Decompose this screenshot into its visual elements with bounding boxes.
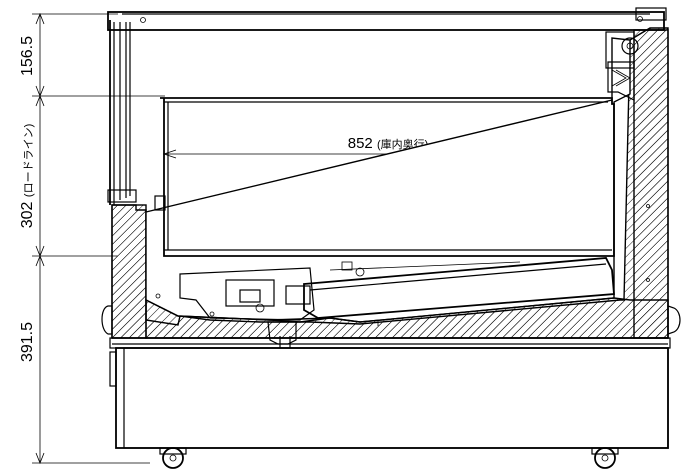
dimension-top-label: 156.5 [19, 36, 36, 76]
left-bumper [101, 305, 113, 335]
right-caster [591, 447, 619, 469]
dimension-middle-label: 302 (ロードライン) [19, 124, 36, 228]
front-glass [107, 20, 137, 205]
svg-text:302 (ロードライン): 302 (ロードライン) [19, 124, 36, 228]
svg-text:156.5: 156.5 [19, 36, 36, 76]
left-caster [159, 447, 187, 469]
right-bumper [667, 305, 681, 335]
top-frame [107, 7, 667, 31]
detail-marks [377, 204, 650, 326]
left-foam-block [111, 204, 147, 339]
dimension-middle-value: 302 [19, 201, 36, 228]
display-tray [154, 97, 615, 257]
vertical-dimension-lines [32, 12, 165, 465]
dimension-middle-note: (ロードライン) [23, 124, 35, 197]
base-cabinet [109, 337, 671, 449]
inner-cavity [145, 37, 631, 323]
top-right-fan-unit [605, 31, 639, 101]
svg-text:391.5: 391.5 [19, 322, 36, 362]
right-foam-block [633, 29, 669, 339]
depth-value: 852 [348, 135, 373, 152]
dimension-bottom-label: 391.5 [19, 322, 36, 362]
svg-text:852 (庫内奥行): 852 (庫内奥行) [348, 135, 429, 152]
lower-mechanism [155, 257, 615, 348]
